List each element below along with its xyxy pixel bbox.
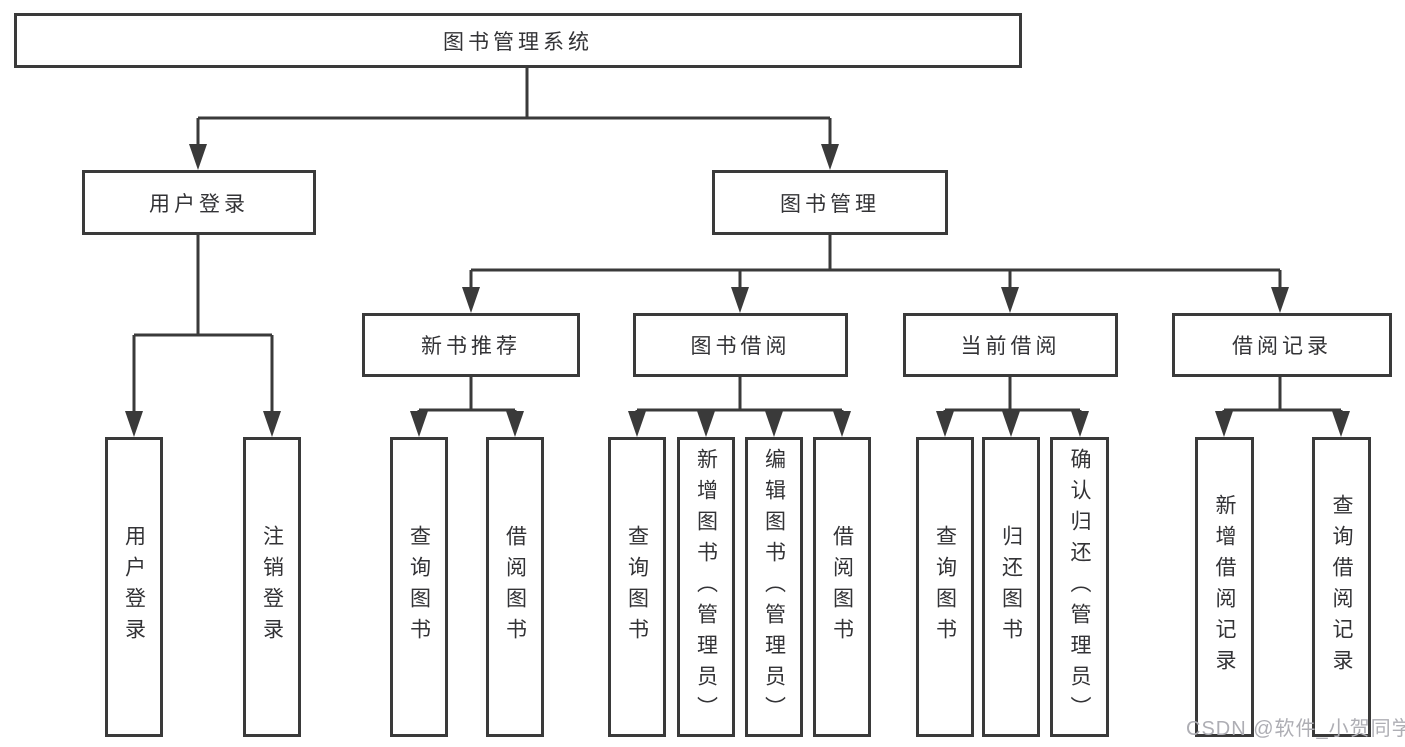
node-book-borrow-label: 图书借阅: [690, 335, 791, 358]
leaf-query-books-3: 查询图书: [916, 437, 974, 737]
node-current-borrow-label: 当前借阅: [960, 335, 1061, 358]
node-book-management: 图书管理: [712, 170, 948, 235]
node-current-borrow: 当前借阅: [903, 313, 1118, 377]
node-borrow-records: 借阅记录: [1172, 313, 1392, 377]
leaf-query-borrow-record: 查询借阅记录: [1312, 437, 1371, 737]
leaf-query-borrow-record-label: 查询借阅记录: [1330, 494, 1353, 680]
node-new-book-recommend-label: 新书推荐: [421, 335, 521, 358]
node-user-login: 用户登录: [82, 170, 316, 235]
leaf-add-borrow-record-label: 新增借阅记录: [1213, 494, 1236, 680]
leaf-borrow-books-1-label: 借阅图书: [503, 525, 527, 649]
leaf-logout: 注销登录: [243, 437, 301, 737]
node-root: 图书管理系统: [14, 13, 1022, 68]
node-book-borrow: 图书借阅: [633, 313, 848, 377]
leaf-query-books-2: 查询图书: [608, 437, 666, 737]
csdn-watermark: CSDN @软件_小贺同学: [1186, 718, 1405, 740]
leaf-return-book: 归还图书: [982, 437, 1040, 737]
leaf-borrow-books-1: 借阅图书: [486, 437, 544, 737]
leaf-add-book-admin: 新增图书（管理员）: [677, 437, 735, 737]
node-root-label: 图书管理系统: [443, 30, 593, 54]
leaf-borrow-books-2-label: 借阅图书: [830, 525, 854, 649]
leaf-return-book-label: 归还图书: [999, 525, 1023, 649]
leaf-edit-book-admin-label: 编辑图书（管理员）: [762, 447, 786, 727]
node-new-book-recommend: 新书推荐: [362, 313, 580, 377]
leaf-query-books-3-label: 查询图书: [933, 525, 957, 649]
leaf-query-books-1-label: 查询图书: [407, 525, 431, 649]
leaf-logout-label: 注销登录: [260, 525, 284, 649]
leaf-query-books-2-label: 查询图书: [625, 525, 649, 649]
node-user-login-label: 用户登录: [149, 192, 249, 216]
leaf-confirm-return-admin-label: 确认归还（管理员）: [1068, 447, 1091, 727]
leaf-query-books-1: 查询图书: [390, 437, 448, 737]
leaf-add-book-admin-label: 新增图书（管理员）: [694, 447, 718, 727]
leaf-user-login: 用户登录: [105, 437, 163, 737]
node-borrow-records-label: 借阅记录: [1232, 335, 1332, 358]
leaf-add-borrow-record: 新增借阅记录: [1195, 437, 1254, 737]
leaf-confirm-return-admin: 确认归还（管理员）: [1050, 437, 1109, 737]
leaf-borrow-books-2: 借阅图书: [813, 437, 871, 737]
leaf-user-login-label: 用户登录: [122, 525, 146, 649]
leaf-edit-book-admin: 编辑图书（管理员）: [745, 437, 803, 737]
node-book-management-label: 图书管理: [780, 192, 880, 216]
